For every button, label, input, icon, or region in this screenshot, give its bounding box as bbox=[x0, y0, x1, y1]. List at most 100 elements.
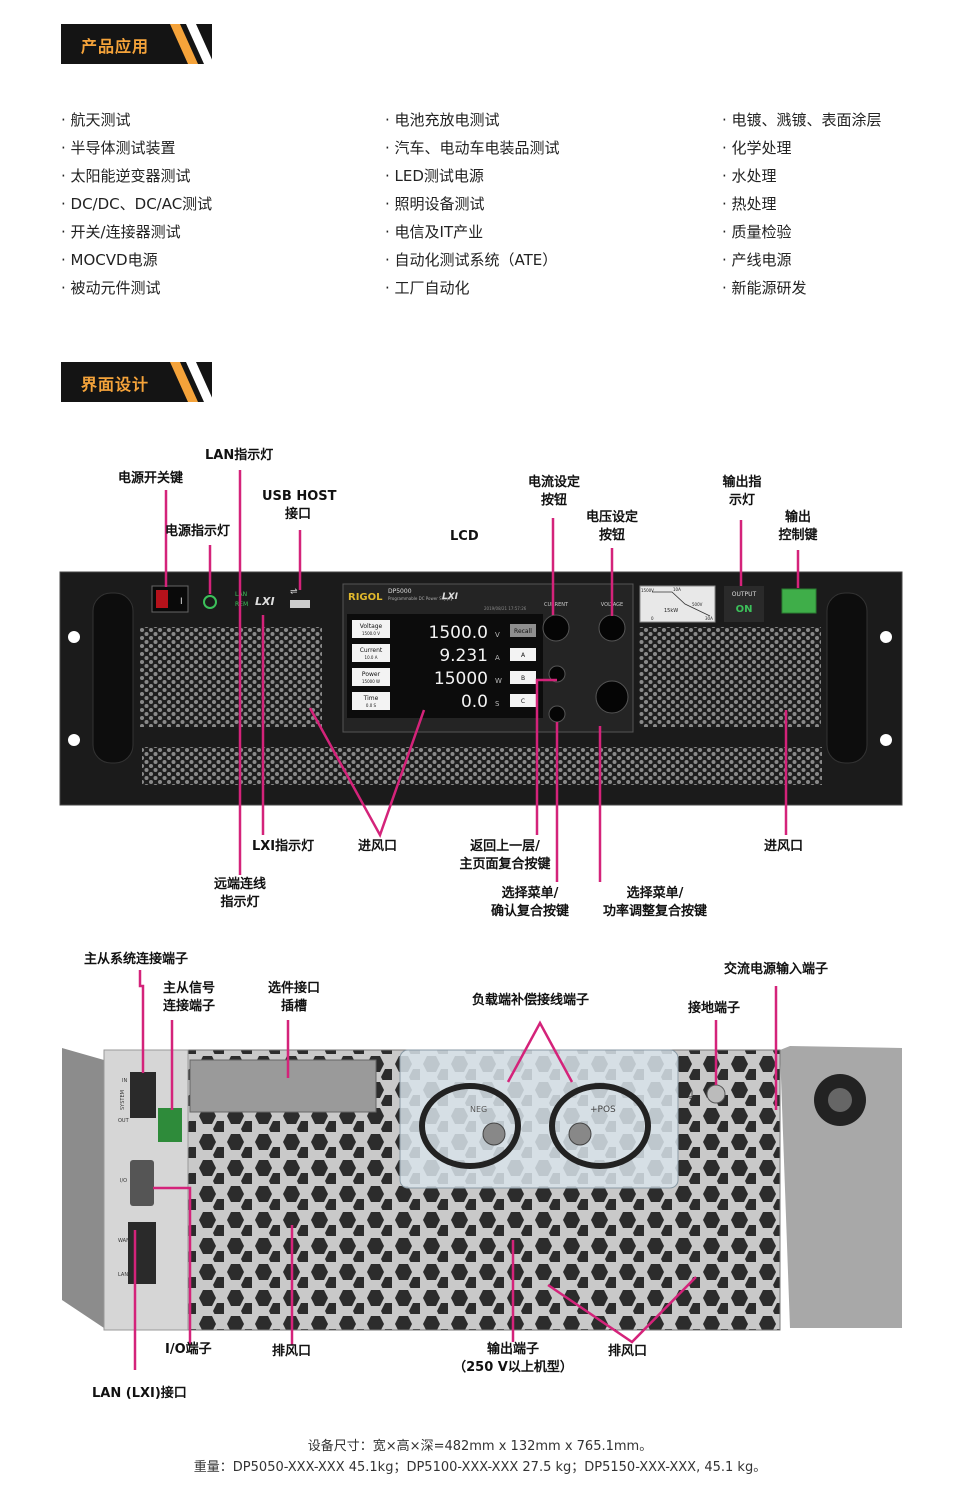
svg-text:Voltage: Voltage bbox=[360, 623, 383, 630]
svg-text:S: S bbox=[495, 700, 500, 708]
label-current-knob: 电流设定按钮 bbox=[527, 475, 580, 508]
intake-grille-bottom bbox=[142, 747, 822, 785]
section-header-applications: 产品应用 bbox=[61, 24, 214, 64]
svg-text:1500.0 V: 1500.0 V bbox=[362, 631, 380, 636]
svg-text:30A: 30A bbox=[705, 616, 713, 621]
slash-decoration-icon bbox=[170, 24, 214, 64]
label-lan-lxi: LAN (LXI)接口 bbox=[92, 1386, 187, 1401]
output-button[interactable] bbox=[781, 588, 817, 614]
brand-logo: RIGOL bbox=[348, 592, 383, 603]
svg-text:B: B bbox=[521, 675, 525, 682]
rear-right-side bbox=[780, 1046, 902, 1328]
rack-hole bbox=[68, 734, 80, 746]
usb-icon: ⇌ bbox=[290, 587, 298, 597]
lcd-row-power: Power 15000 W 15000 W B bbox=[352, 668, 536, 689]
label-option-slot: 选件接口插槽 bbox=[267, 981, 320, 1014]
label-lcd: LCD bbox=[450, 529, 479, 544]
menu-power-knob[interactable] bbox=[595, 680, 629, 714]
list-item: · 太阳能逆变器测试 bbox=[61, 167, 191, 185]
right-handle bbox=[826, 592, 868, 764]
system-rj45-port[interactable] bbox=[130, 1072, 156, 1118]
power-led bbox=[203, 595, 217, 609]
application-list-3: · 电镀、溅镀、表面涂层 · 化学处理 · 水处理 · 热处理 · 质量检验 ·… bbox=[722, 106, 882, 302]
list-item: · 被动元件测试 bbox=[61, 279, 161, 297]
label-remote: 远端连线指示灯 bbox=[213, 877, 266, 910]
signal-terminal[interactable] bbox=[158, 1108, 182, 1142]
lxi-logo: LXI bbox=[442, 592, 459, 602]
lcd-row-voltage: Voltage 1500.0 V 1500.0 V Recall bbox=[352, 620, 536, 643]
svg-text:LAN: LAN bbox=[118, 1272, 128, 1278]
rear-panel-figure: SYSTEM IN OUT I/O WAN LAN NEG +POS ⏚ bbox=[62, 970, 902, 1370]
section-title: 产品应用 bbox=[81, 37, 150, 56]
output-label: OUTPUT bbox=[732, 591, 757, 598]
list-item: · MOCVD电源 bbox=[61, 251, 158, 269]
svg-text:OUT: OUT bbox=[118, 1118, 130, 1124]
svg-text:15000 W: 15000 W bbox=[362, 679, 380, 684]
svg-text:NEG: NEG bbox=[470, 1105, 487, 1114]
list-item: · 自动化测试系统（ATE） bbox=[385, 251, 558, 269]
list-item: · 化学处理 bbox=[722, 139, 792, 157]
output-indicator bbox=[724, 586, 764, 622]
svg-text:A: A bbox=[521, 652, 526, 659]
rack-hole bbox=[68, 631, 80, 643]
model-subtitle: Programmable DC Power Supply bbox=[388, 596, 453, 601]
list-item: · DC/DC、DC/AC测试 bbox=[61, 195, 213, 213]
svg-text:0.0 S: 0.0 S bbox=[366, 703, 377, 708]
label-master-slave-system: 主从系统连接端子 bbox=[84, 952, 189, 967]
front-panel-figure: I LAN REM LXI ⇌ RIGOL DP5000 Programmabl… bbox=[59, 470, 903, 882]
label-output-terminal: 输出端子（250 V以上机型） bbox=[453, 1342, 573, 1375]
label-menu-power: 选择菜单/功率调整复合按键 bbox=[602, 886, 707, 919]
io-db9-port[interactable] bbox=[130, 1160, 154, 1206]
label-exhaust-right: 排风口 bbox=[608, 1344, 648, 1359]
rack-hole bbox=[880, 734, 892, 746]
list-item: · 电池充放电测试 bbox=[385, 111, 500, 129]
svg-text:WAN: WAN bbox=[118, 1238, 130, 1244]
rack-hole bbox=[880, 631, 892, 643]
voltage-knob[interactable] bbox=[598, 614, 626, 642]
list-item: · 产线电源 bbox=[722, 251, 792, 269]
callout-lines-front bbox=[164, 470, 800, 882]
ground-terminal[interactable] bbox=[706, 1084, 726, 1104]
svg-text:+POS: +POS bbox=[590, 1105, 616, 1115]
slash-decoration-icon bbox=[170, 362, 214, 402]
label-power-light: 电源指示灯 bbox=[165, 524, 231, 539]
back-home-button[interactable] bbox=[548, 665, 566, 683]
list-item: · 水处理 bbox=[722, 167, 777, 185]
lcd-row-time: Time 0.0 S 0.0 S C bbox=[352, 692, 536, 712]
label-intake-left: 进风口 bbox=[358, 839, 398, 854]
rem-led-label: REM bbox=[235, 601, 248, 608]
output-terminal-cover bbox=[399, 1049, 679, 1189]
usb-host-port[interactable] bbox=[290, 600, 310, 608]
label-ground: 接地端子 bbox=[688, 1001, 741, 1016]
pos-terminal[interactable] bbox=[568, 1122, 592, 1146]
svg-text:W: W bbox=[495, 677, 502, 685]
menu-ok-button[interactable] bbox=[548, 705, 566, 723]
list-item: · 电信及IT产业 bbox=[385, 223, 484, 241]
application-list-1: · 航天测试 · 半导体测试装置 · 太阳能逆变器测试 · DC/DC、DC/A… bbox=[61, 106, 212, 302]
list-item: · 航天测试 bbox=[61, 111, 131, 129]
label-ac-input: 交流电源输入端子 bbox=[724, 962, 829, 977]
neg-terminal[interactable] bbox=[482, 1122, 506, 1146]
label-sense-terminal: 负载端补偿接线端子 bbox=[472, 993, 590, 1008]
list-item: · 电镀、溅镀、表面涂层 bbox=[722, 111, 882, 129]
section-header-interface: 界面设计 bbox=[61, 362, 214, 402]
label-back-home: 返回上一层/主页面复合按键 bbox=[459, 839, 551, 872]
svg-text:9.231: 9.231 bbox=[439, 646, 488, 666]
lcd-row-current: Current 10.0 A 9.231 A A bbox=[352, 644, 536, 666]
svg-text:IN: IN bbox=[122, 1078, 127, 1084]
label-intake-right: 进风口 bbox=[764, 839, 804, 854]
svg-text:Recall: Recall bbox=[514, 628, 532, 635]
callout-lines-rear bbox=[133, 970, 778, 1370]
label-voltage-knob: 电压设定按钮 bbox=[585, 510, 638, 543]
svg-text:C: C bbox=[521, 698, 525, 705]
svg-text:10A: 10A bbox=[673, 587, 681, 592]
svg-text:Current: Current bbox=[360, 647, 383, 654]
label-master-slave-signal: 主从信号连接端子 bbox=[162, 981, 215, 1014]
intake-grille-right bbox=[639, 627, 821, 727]
vi-curve-plate: 1500V 10A 500V 30A 15kW 0 bbox=[639, 585, 716, 623]
current-knob[interactable] bbox=[542, 614, 570, 642]
list-item: · 开关/连接器测试 bbox=[61, 223, 181, 241]
label-power-switch: 电源开关键 bbox=[118, 471, 184, 486]
lan-rj45-port[interactable] bbox=[128, 1222, 156, 1284]
